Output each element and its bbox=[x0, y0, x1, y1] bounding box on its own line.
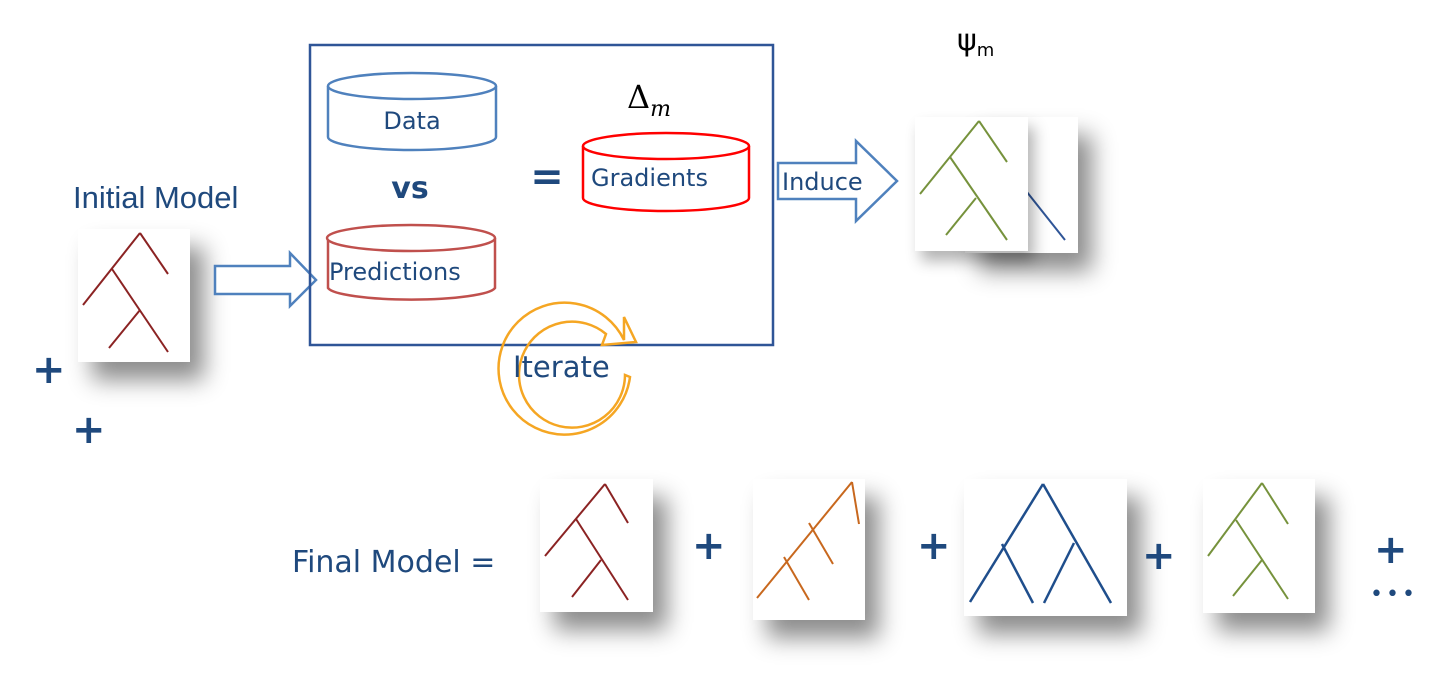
process-box bbox=[308, 43, 775, 347]
final-plus-1: + bbox=[692, 523, 726, 569]
predictions-cylinder bbox=[325, 223, 497, 301]
left-plus-2: + bbox=[72, 407, 106, 453]
equals-sign: = bbox=[530, 154, 564, 200]
final-tree-blue-card bbox=[964, 479, 1127, 616]
vs-label: vs bbox=[391, 171, 428, 206]
final-tree-red-card bbox=[540, 479, 653, 612]
initial-model-title: Initial Model bbox=[73, 180, 239, 215]
induced-tree-front bbox=[919, 120, 1008, 241]
iterate-cycle-icon bbox=[497, 301, 638, 436]
final-tree-green-card bbox=[1203, 479, 1315, 613]
data-label: Data bbox=[383, 107, 440, 135]
data-cylinder bbox=[326, 71, 498, 152]
final-tree-orange bbox=[756, 481, 860, 601]
initial-model-tree bbox=[82, 232, 169, 353]
initial-model-tree-card bbox=[78, 229, 190, 362]
induce-label: Induce bbox=[782, 168, 863, 196]
final-plus-4: + bbox=[1374, 527, 1408, 573]
ellipsis: ••• bbox=[1370, 582, 1418, 607]
final-plus-2: + bbox=[917, 523, 951, 569]
final-tree-green bbox=[1207, 482, 1289, 600]
psi-m-label: ψm bbox=[957, 23, 994, 61]
delta-m-label: Δm bbox=[627, 78, 671, 122]
final-model-label: Final Model = bbox=[292, 545, 495, 580]
final-tree-orange-card bbox=[753, 479, 865, 620]
final-plus-3: + bbox=[1142, 533, 1176, 579]
induced-tree-front-card bbox=[915, 117, 1028, 251]
final-tree-red bbox=[544, 483, 629, 601]
predictions-label: Predictions bbox=[329, 258, 461, 286]
gradients-cylinder bbox=[581, 131, 751, 213]
left-plus-1: + bbox=[32, 347, 66, 393]
iterate-label: Iterate bbox=[513, 350, 610, 384]
gradients-label: Gradients bbox=[591, 164, 708, 192]
induce-arrow bbox=[776, 138, 899, 224]
arrow-to-predictions bbox=[213, 249, 318, 310]
final-tree-blue bbox=[968, 483, 1113, 604]
